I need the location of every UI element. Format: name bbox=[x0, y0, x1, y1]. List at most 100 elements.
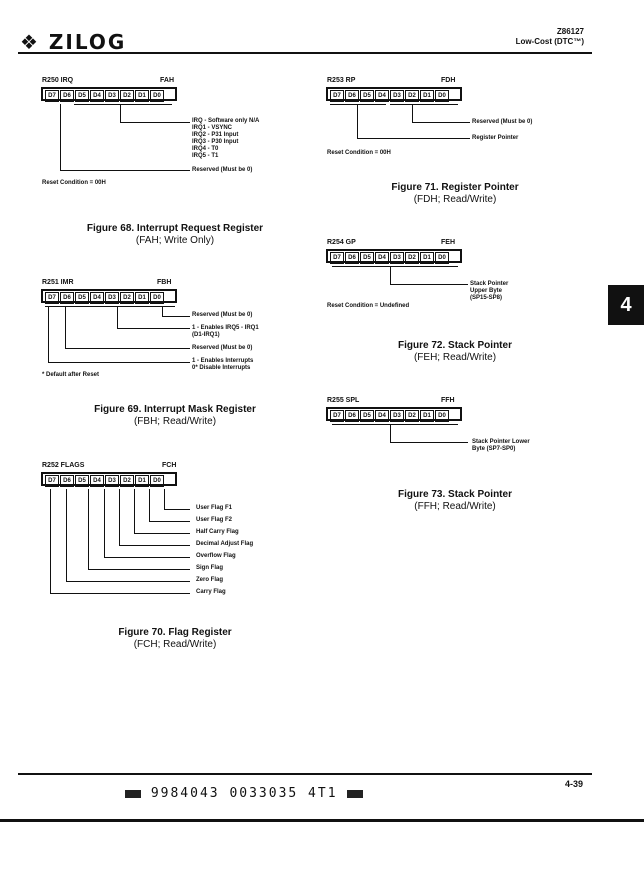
fig68-register-box: D7 D6 D5 D4 D3 D2 D1 D0 bbox=[41, 87, 177, 102]
annotation: Register Pointer bbox=[472, 135, 519, 141]
bit-cell: D1 bbox=[135, 90, 149, 102]
leader-line bbox=[149, 489, 150, 521]
fig72-address: FEH bbox=[441, 239, 455, 246]
bit-cell: D6 bbox=[345, 90, 359, 102]
leader-line bbox=[390, 442, 468, 443]
figure-title: Figure 73. Stack Pointer bbox=[398, 489, 512, 500]
bracket-line bbox=[74, 104, 172, 105]
bit-cell: D6 bbox=[60, 292, 74, 304]
leader-line bbox=[88, 489, 89, 569]
barcode-block-icon bbox=[347, 789, 364, 798]
bit-cell: D0 bbox=[435, 410, 449, 422]
fig69-register-name: R251 IMR bbox=[42, 279, 74, 286]
bit-cell: D3 bbox=[105, 90, 119, 102]
leader-line bbox=[50, 593, 190, 594]
figure-subtitle: (FFH; Read/Write) bbox=[414, 501, 496, 512]
bit-cell: D3 bbox=[105, 292, 119, 304]
figure-title: Figure 68. Interrupt Request Register bbox=[86, 223, 264, 234]
leader-line bbox=[117, 306, 118, 328]
annotation: Half Carry Flag bbox=[196, 529, 239, 535]
annotation: Overflow Flag bbox=[196, 553, 236, 559]
bit-cell: D5 bbox=[360, 410, 374, 422]
fig73-register-name: R255 SPL bbox=[327, 397, 360, 404]
annotation: IRQ5 - T1 bbox=[192, 153, 219, 159]
annotation: Byte (SP7-SP0) bbox=[472, 446, 516, 452]
leader-line bbox=[120, 122, 190, 123]
fig71-caption: Figure 71. Register Pointer (FDH; Read/W… bbox=[340, 182, 570, 206]
figure-title: Figure 72. Stack Pointer bbox=[398, 340, 512, 351]
bit-cell: D6 bbox=[345, 252, 359, 264]
bit-cell: D5 bbox=[75, 90, 89, 102]
fig69-register-box: D7 D6 D5 D4 D3 D2 D1 D0 bbox=[41, 289, 177, 304]
annotation: Sign Flag bbox=[196, 565, 223, 571]
fig69-note: * Default after Reset bbox=[42, 372, 100, 378]
leader-line bbox=[50, 489, 51, 593]
fig68-reserved: Reserved (Must be 0) bbox=[192, 167, 253, 173]
fig73-address: FFH bbox=[441, 397, 455, 404]
fig72-reset: Reset Condition = Undefined bbox=[327, 303, 410, 309]
bit-cell: D0 bbox=[150, 475, 164, 487]
leader-line bbox=[390, 424, 391, 442]
annotation: 0* Disable Interrupts bbox=[192, 365, 251, 371]
annotation: Decimal Adjust Flag bbox=[196, 541, 254, 547]
bit-cell: D1 bbox=[135, 292, 149, 304]
fig70-address: FCH bbox=[162, 462, 177, 469]
leader-line bbox=[390, 284, 468, 285]
fig69-caption: Figure 69. Interrupt Mask Register (FBH;… bbox=[60, 404, 290, 428]
bit-cell: D0 bbox=[435, 90, 449, 102]
bit-cell: D4 bbox=[90, 292, 104, 304]
bracket-line bbox=[390, 104, 458, 105]
fig70-bits: D7 D6 D5 D4 D3 D2 D1 D0 bbox=[45, 475, 173, 487]
bit-cell: D3 bbox=[390, 252, 404, 264]
leader-line bbox=[390, 266, 391, 284]
leader-line bbox=[66, 489, 67, 581]
page-bottom-edge bbox=[0, 819, 644, 822]
bit-cell: D7 bbox=[330, 410, 344, 422]
leader-line bbox=[117, 328, 190, 329]
leader-line bbox=[120, 104, 121, 122]
leader-line bbox=[48, 306, 49, 362]
bit-cell: D0 bbox=[435, 252, 449, 264]
bit-cell: D2 bbox=[120, 475, 134, 487]
bit-cell: D5 bbox=[360, 252, 374, 264]
fig68-address: FAH bbox=[160, 77, 174, 84]
bit-cell: D5 bbox=[75, 475, 89, 487]
fig73-annotations: Stack Pointer Lower Byte (SP7-SP0) bbox=[472, 439, 530, 453]
bit-cell: D4 bbox=[375, 90, 389, 102]
fig70-register-name: R252 FLAGS bbox=[42, 462, 85, 469]
bracket-line bbox=[332, 266, 458, 267]
leader-line bbox=[412, 122, 470, 123]
logo-text: ZILOG bbox=[48, 30, 127, 54]
bit-cell: D3 bbox=[390, 410, 404, 422]
leader-line bbox=[104, 489, 105, 557]
bit-cell: D4 bbox=[375, 252, 389, 264]
barcode-text: 9984043 0033035 4T1 bbox=[150, 786, 338, 801]
bit-cell: D1 bbox=[420, 410, 434, 422]
bit-cell: D7 bbox=[45, 292, 59, 304]
leader-line bbox=[149, 521, 190, 522]
annotation: Reserved (Must be 0) bbox=[472, 119, 533, 125]
leader-line bbox=[65, 306, 66, 348]
bit-cell: D2 bbox=[405, 410, 419, 422]
leader-line bbox=[66, 581, 190, 582]
bit-cell: D7 bbox=[45, 475, 59, 487]
fig72-bits: D7 D6 D5 D4 D3 D2 D1 D0 bbox=[330, 252, 458, 264]
bracket-line bbox=[332, 424, 458, 425]
leader-line bbox=[357, 138, 470, 139]
bit-cell: D7 bbox=[330, 252, 344, 264]
figure-title: Figure 71. Register Pointer bbox=[391, 182, 519, 193]
product-subtitle: Low-Cost (DTC™) bbox=[515, 37, 584, 46]
fig73-bits: D7 D6 D5 D4 D3 D2 D1 D0 bbox=[330, 410, 458, 422]
annotation: 1 - Enables IRQ5 - IRQ1 bbox=[192, 325, 259, 331]
fig73-register-box: D7 D6 D5 D4 D3 D2 D1 D0 bbox=[326, 407, 462, 422]
bit-cell: D2 bbox=[405, 90, 419, 102]
leader-line bbox=[162, 316, 190, 317]
bit-cell: D1 bbox=[420, 252, 434, 264]
fig70-register-box: D7 D6 D5 D4 D3 D2 D1 D0 bbox=[41, 472, 177, 487]
leader-line bbox=[119, 489, 120, 545]
bit-cell: D5 bbox=[360, 90, 374, 102]
annotation: 1 - Enables Interrupts bbox=[192, 358, 254, 364]
header-divider bbox=[18, 52, 592, 54]
figure-title: Figure 70. Flag Register bbox=[118, 627, 232, 638]
figure-subtitle: (FAH; Write Only) bbox=[135, 235, 215, 246]
